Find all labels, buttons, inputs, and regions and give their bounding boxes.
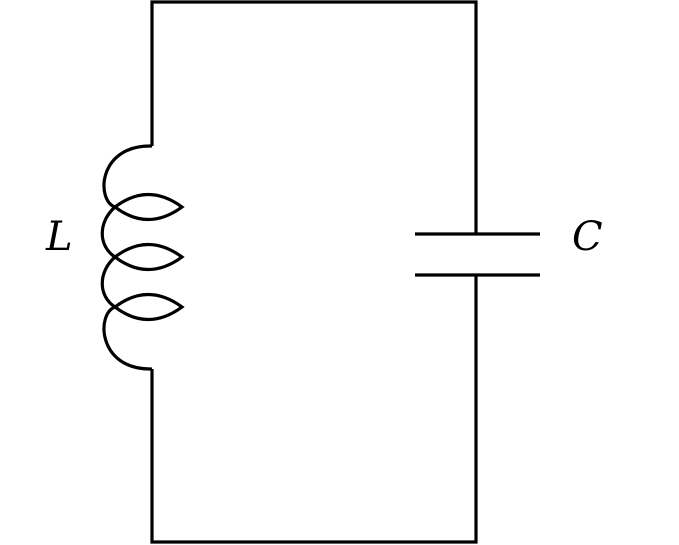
inductor-arc-1 <box>100 205 117 259</box>
capacitor <box>415 232 540 277</box>
inductor <box>100 144 185 371</box>
inductor-bottom-arc <box>102 305 152 371</box>
inductor-label: L <box>45 214 73 260</box>
top-wire <box>150 0 478 234</box>
inductor-arc-2 <box>100 255 117 309</box>
capacitor-label: C <box>572 214 603 260</box>
wires <box>150 0 478 544</box>
inductor-loop-1 <box>114 193 185 221</box>
bottom-wire <box>150 275 478 544</box>
inductor-loop-3 <box>114 293 185 321</box>
inductor-top-arc <box>102 144 152 209</box>
inductor-loop-2 <box>114 243 185 271</box>
